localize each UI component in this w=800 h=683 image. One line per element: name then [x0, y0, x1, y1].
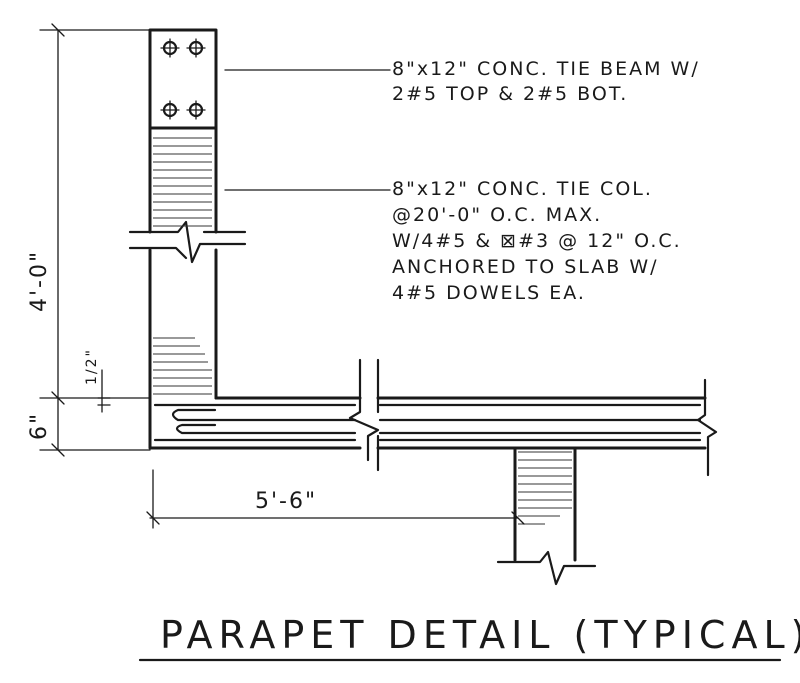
- offset-dim: 1/2": [84, 348, 100, 385]
- tie-col-note-line3: W/4#5 & ⊠#3 @ 12" O.C.: [392, 230, 682, 252]
- tie-col-note: 8"x12" CONC. TIE COL. @20'-0" O.C. MAX. …: [392, 178, 682, 304]
- tie-col-note-line2: @20'-0" O.C. MAX.: [392, 204, 602, 226]
- leader-lines: [224, 69, 391, 191]
- roof-slab: [148, 358, 718, 477]
- tie-col-note-line4: ANCHORED TO SLAB W/: [392, 256, 659, 278]
- tie-beam-note-line2: 2#5 TOP & 2#5 BOT.: [392, 83, 628, 105]
- span-dim: 5'-6": [255, 489, 317, 514]
- slab-thickness-dim: 6": [27, 412, 52, 440]
- tie-beam-note-line1: 8"x12" CONC. TIE BEAM W/: [392, 58, 700, 80]
- parapet-height-dim: 4'-0": [27, 250, 52, 312]
- interior-wall: [496, 446, 597, 586]
- drawing-title: PARAPET DETAIL (TYPICAL): [138, 613, 800, 662]
- tie-col-note-line1: 8"x12" CONC. TIE COL.: [392, 178, 653, 200]
- title-text: PARAPET DETAIL (TYPICAL): [160, 613, 800, 657]
- tie-col-note-line5: 4#5 DOWELS EA.: [392, 282, 586, 304]
- tie-beam-rebar: [160, 38, 206, 120]
- wall-hatch-upper: [153, 137, 212, 227]
- tie-beam: [148, 28, 218, 130]
- tie-beam-note: 8"x12" CONC. TIE BEAM W/ 2#5 TOP & 2#5 B…: [392, 58, 700, 105]
- wall-hatch-lower: [153, 337, 212, 395]
- dimension-lines: [39, 23, 525, 529]
- parapet-wall: [128, 126, 247, 400]
